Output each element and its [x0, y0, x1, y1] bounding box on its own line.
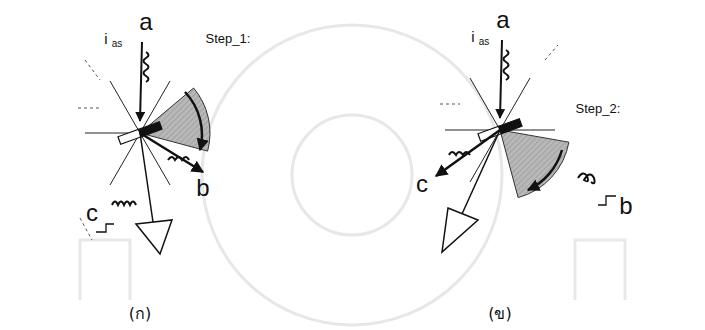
step-label: Step_2: [576, 102, 621, 115]
phase-label: b [196, 176, 209, 200]
current-subscript: as [479, 37, 490, 47]
phase-label: c [86, 201, 98, 225]
step-label: Step_1: [206, 32, 251, 45]
phase-label: a [496, 8, 509, 32]
phase-label: b [619, 194, 632, 218]
phase-label: c [416, 172, 428, 196]
step-1-panel [78, 42, 210, 254]
panel-caption: (ข) [488, 306, 511, 322]
current-subscript: as [112, 39, 123, 49]
panel-caption: (ก) [129, 306, 151, 322]
current-symbol: i [471, 29, 474, 44]
phase-label: a [139, 10, 152, 34]
current-symbol: i [104, 31, 107, 46]
watermark [80, 25, 625, 325]
step-2-panel [436, 40, 616, 252]
